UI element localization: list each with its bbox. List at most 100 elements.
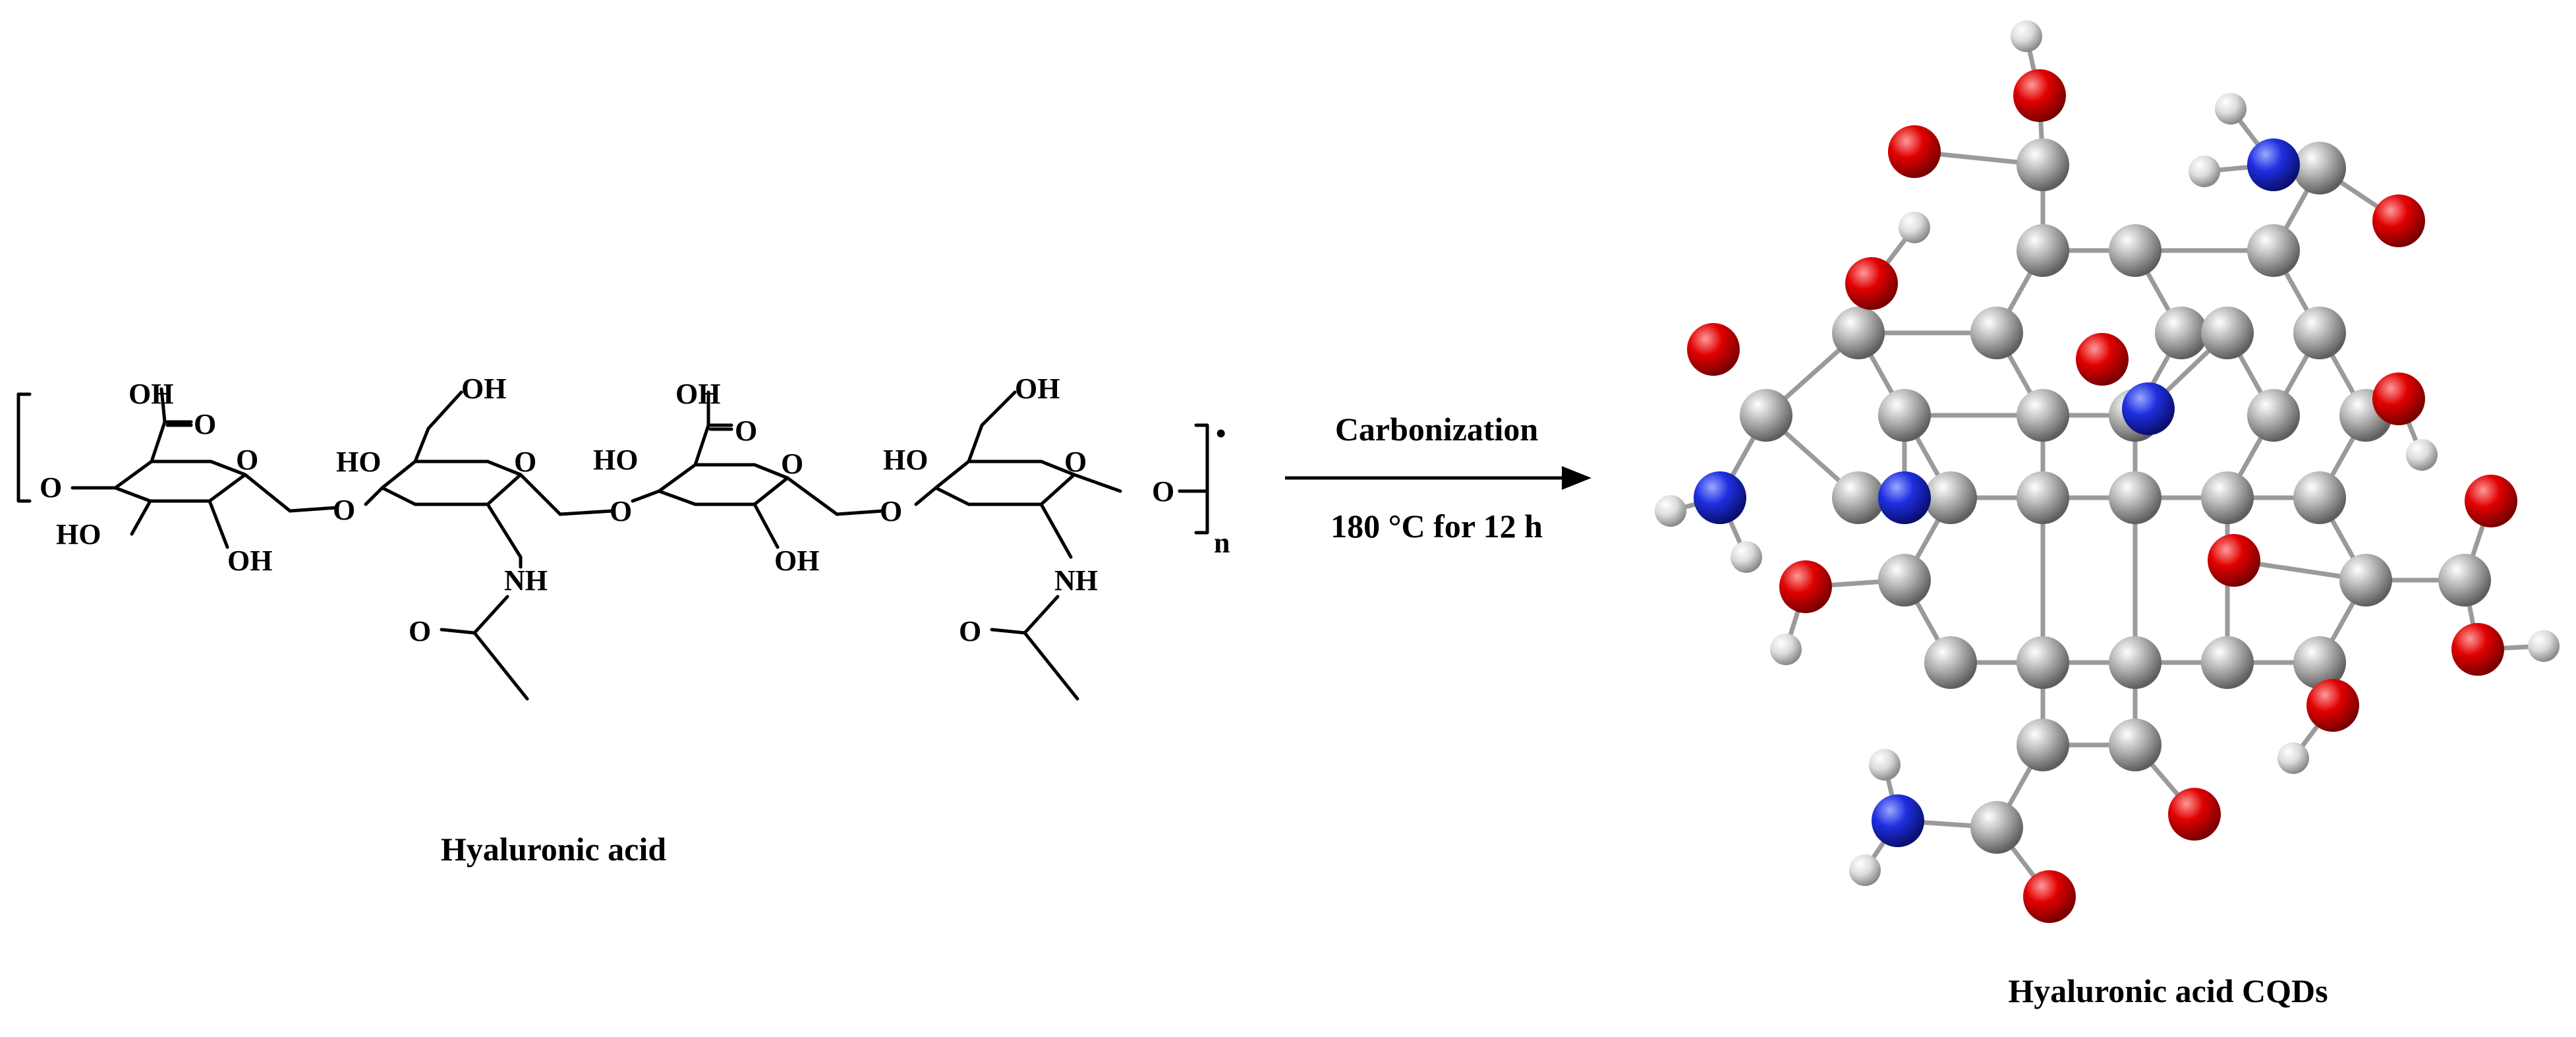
- label-o-carbonyl-2: O: [735, 415, 757, 447]
- carbon-atom: [1740, 389, 1792, 442]
- oxygen-atom: [2013, 69, 2066, 122]
- label-oh-4: OH: [461, 372, 506, 405]
- carbon-atom: [2293, 636, 2346, 689]
- carbon-atom: [2201, 307, 2254, 359]
- label-radical-dot: •: [1216, 417, 1226, 450]
- hydrogen-atom: [2528, 630, 2560, 662]
- label-o-left: O: [40, 471, 62, 504]
- oxygen-atom: [1779, 560, 1832, 613]
- carbon-atom: [1832, 471, 1885, 524]
- carbon-atom: [1970, 801, 2023, 854]
- label-glyco-o-2: O: [610, 495, 632, 527]
- carbon-atom: [2247, 224, 2300, 277]
- carbon-atom: [2339, 554, 2392, 607]
- label-ring-o-3: O: [781, 448, 803, 480]
- label-glyco-o-3: O: [880, 495, 902, 527]
- ring-4: [934, 459, 1076, 506]
- reactant-name: Hyaluronic acid: [441, 831, 666, 868]
- nitrogen-atom: [1694, 471, 1746, 524]
- label-oh-9: OH: [1015, 372, 1060, 405]
- label-ho-1: OH: [129, 378, 173, 410]
- carbon-atom: [2109, 636, 2161, 689]
- carbon-atom: [2201, 471, 2254, 524]
- label-oh-6: OH: [675, 378, 720, 410]
- oxygen-atom: [1687, 323, 1740, 376]
- carbon-atom: [2017, 471, 2069, 524]
- hydrogen-atom: [2189, 156, 2220, 187]
- label-ho-7: HO: [593, 444, 638, 476]
- label-nh-1: NH: [504, 564, 548, 597]
- carbon-atom: [2017, 224, 2069, 277]
- carbon-atom: [1832, 307, 1885, 359]
- arrow-condition-top: Carbonization: [1335, 411, 1539, 448]
- hydrogen-atom: [2215, 93, 2247, 125]
- carbon-atom: [2201, 636, 2254, 689]
- carbon-atom: [2247, 389, 2300, 442]
- nitrogen-atom: [1878, 471, 1931, 524]
- carbon-atom: [2155, 307, 2208, 359]
- carbon-atom: [2017, 389, 2069, 442]
- oxygen-atom: [2168, 788, 2221, 841]
- nitrogen-atom: [2122, 382, 2175, 435]
- hydrogen-atom: [1869, 749, 1901, 781]
- label-glyco-o-1: O: [333, 494, 355, 526]
- label-n-repeat: n: [1214, 527, 1230, 559]
- label-o-carbonyl-1: O: [194, 408, 216, 440]
- carbon-atom: [1924, 636, 1977, 689]
- hydrogen-atom: [1731, 541, 1762, 573]
- label-oh-8: OH: [774, 545, 819, 577]
- hydrogen-atom: [2406, 439, 2438, 471]
- oxygen-atom: [2451, 623, 2504, 676]
- right-bracket: [1194, 423, 1209, 535]
- carbon-atom: [1970, 307, 2023, 359]
- carbon-atom: [2109, 471, 2161, 524]
- carbon-atom: [1878, 554, 1931, 607]
- carbon-atom: [2109, 224, 2161, 277]
- ring-2: [380, 459, 523, 506]
- carbon-atom: [2293, 142, 2346, 194]
- hydrogen-atom: [1770, 634, 1802, 665]
- reaction-arrow: [1285, 466, 1591, 490]
- hydrogen-atom: [1655, 495, 1686, 527]
- label-o-acetyl-1: O: [409, 615, 431, 647]
- left-bracket: [16, 392, 32, 503]
- hydrogen-atom: [2011, 20, 2042, 52]
- ring-1: [113, 459, 247, 503]
- label-o-right: O: [1152, 475, 1174, 508]
- ring-3: [657, 463, 789, 506]
- hyaluronic-acid-structure: OH O O O HO OH O OH HO O NH O O OH O HO …: [16, 372, 1230, 701]
- label-ho-5: HO: [336, 446, 381, 478]
- nitrogen-atom: [2247, 138, 2300, 191]
- label-o-acetyl-2: O: [959, 615, 981, 647]
- carbon-atom: [2017, 636, 2069, 689]
- oxygen-atom: [2306, 679, 2359, 732]
- oxygen-atom: [2372, 372, 2425, 425]
- label-ring-o-1: O: [236, 444, 258, 476]
- nitrogen-atom: [1872, 794, 1924, 847]
- carbon-atom: [2017, 719, 2069, 771]
- carbon-atom: [1924, 471, 1977, 524]
- carbon-atom: [2438, 554, 2491, 607]
- label-nh-2: NH: [1054, 564, 1098, 597]
- oxygen-atom: [2076, 333, 2129, 386]
- label-ho-2: HO: [56, 518, 101, 550]
- cqd-atoms: [1655, 20, 2560, 923]
- carbon-atom: [2109, 719, 2161, 771]
- hydrogen-atom: [1899, 212, 1930, 243]
- carbon-atom: [2293, 471, 2346, 524]
- carbon-atom: [2017, 138, 2069, 191]
- arrow-head: [1562, 466, 1591, 490]
- arrow-condition-bottom: 180 °C for 12 h: [1331, 508, 1543, 545]
- hydrogen-atom: [1849, 854, 1881, 886]
- carbon-atom: [1878, 389, 1931, 442]
- oxygen-atom: [2465, 475, 2517, 527]
- carbon-atom: [2293, 307, 2346, 359]
- label-oh-3: OH: [227, 545, 272, 577]
- label-ring-o-4: O: [1064, 446, 1087, 478]
- label-ring-o-2: O: [514, 446, 536, 478]
- product-name: Hyaluronic acid CQDs: [2008, 972, 2328, 1009]
- oxygen-atom: [1845, 257, 1898, 310]
- label-ho-10: HO: [883, 444, 928, 476]
